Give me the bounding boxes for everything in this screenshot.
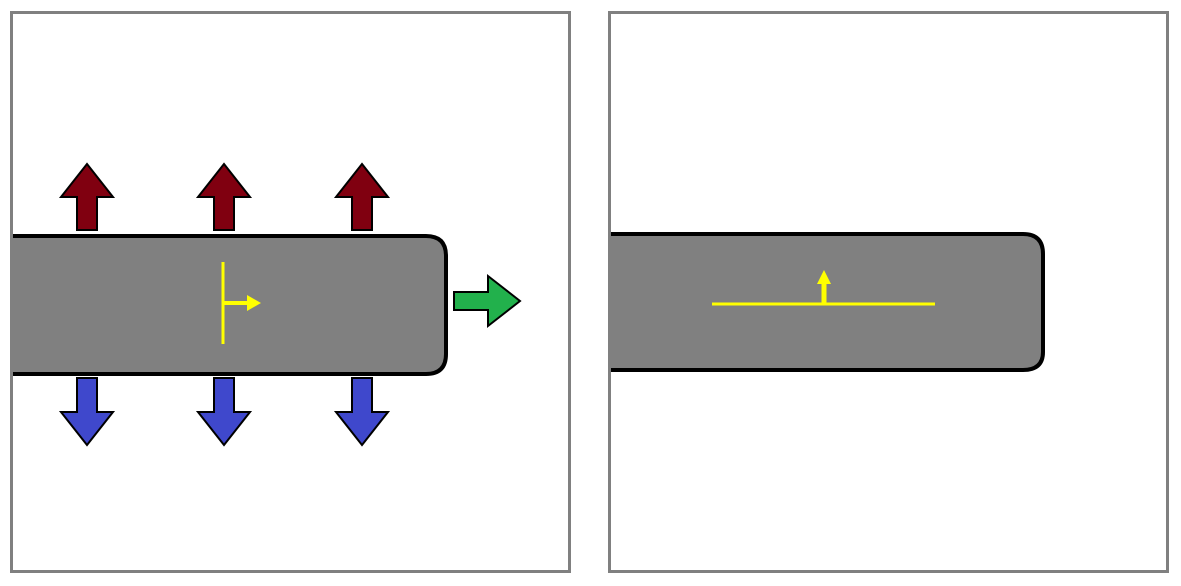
- down-arrow-3: [333, 377, 391, 447]
- up-arrow-3: [333, 162, 391, 231]
- panel-right-canvas: [611, 232, 1045, 372]
- tip-arrow: [453, 273, 522, 329]
- down-arrow-1: [58, 377, 116, 447]
- perpendicular-marker: [221, 262, 261, 344]
- panel-right: [608, 11, 1169, 573]
- horizontal-marker: [712, 270, 935, 306]
- up-arrow-2: [195, 162, 253, 231]
- bar: [611, 232, 1045, 372]
- down-arrow-2: [195, 377, 253, 447]
- up-arrow-1: [58, 162, 116, 231]
- panel-left-canvas: [13, 162, 522, 447]
- panel-left: [10, 11, 571, 573]
